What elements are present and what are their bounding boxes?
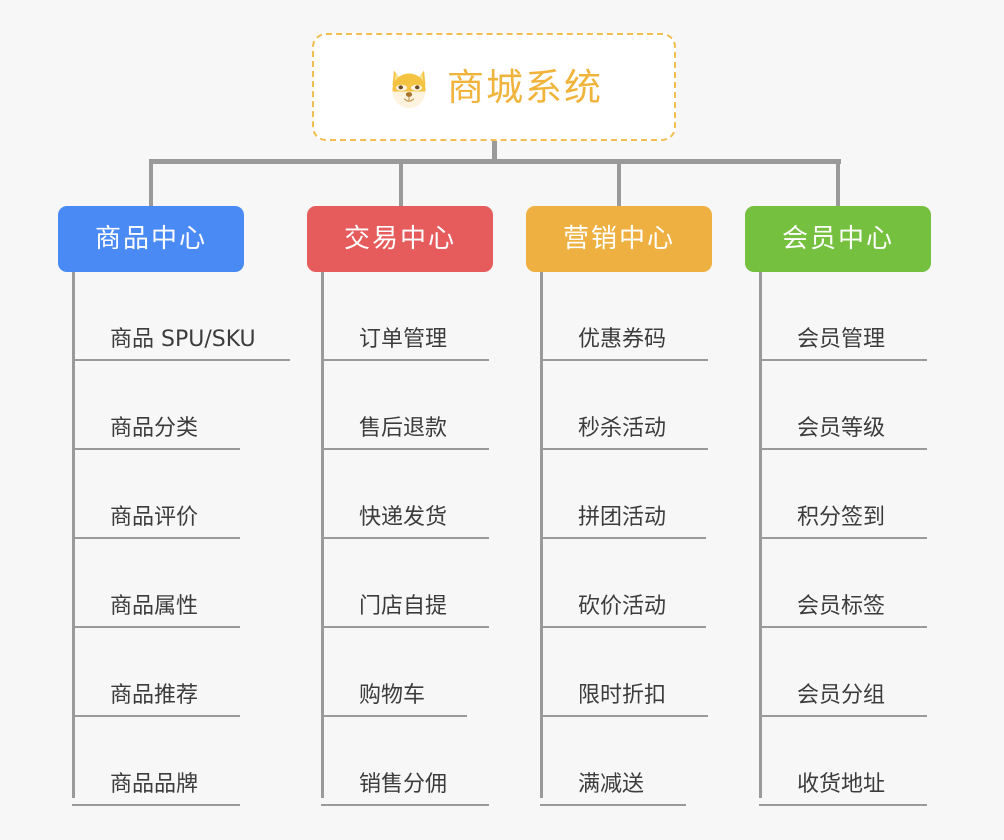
leaf-label: 砍价活动 xyxy=(578,594,667,619)
leaf-rule xyxy=(321,537,489,539)
connector-drop-2 xyxy=(399,159,403,207)
branch-trunk-1 xyxy=(72,272,75,798)
leaf-rule xyxy=(321,626,489,628)
shiba-dog-icon xyxy=(385,63,433,111)
category-label-3: 营销中心 xyxy=(562,224,675,254)
leaf-label: 门店自提 xyxy=(359,594,448,619)
leaf-rule xyxy=(759,804,927,806)
leaf-rule xyxy=(540,715,708,717)
leaf-label: 会员管理 xyxy=(797,327,886,352)
leaf-label: 商品属性 xyxy=(110,594,199,619)
leaf-rule xyxy=(72,804,240,806)
leaf-label: 商品 SPU/SKU xyxy=(110,327,256,352)
leaf-label: 收货地址 xyxy=(797,772,886,797)
branch-trunk-3 xyxy=(540,272,543,798)
branch-1: 商品 SPU/SKU 商品分类 商品评价 商品属性 商品推荐 商品品牌 xyxy=(58,272,290,806)
leaf-rule xyxy=(72,359,290,361)
leaf-label: 购物车 xyxy=(359,683,426,708)
leaf-label: 订单管理 xyxy=(359,327,448,352)
leaf-label: 商品品牌 xyxy=(110,772,199,797)
category-box-1[interactable]: 商品中心 xyxy=(58,206,244,272)
leaf-rule xyxy=(321,804,489,806)
root-node[interactable]: 商城系统 xyxy=(312,33,676,141)
leaf-rule xyxy=(759,537,927,539)
leaf-rule xyxy=(759,626,927,628)
branch-2: 订单管理 售后退款 快递发货 门店自提 购物车 销售分佣 xyxy=(307,272,537,806)
connector-drop-3 xyxy=(617,159,621,207)
leaf-label: 拼团活动 xyxy=(578,505,667,530)
leaf-rule xyxy=(72,537,240,539)
leaf-rule xyxy=(540,448,708,450)
leaf-rule xyxy=(72,715,240,717)
category-label-4: 会员中心 xyxy=(781,224,894,254)
leaf-rule xyxy=(540,804,686,806)
connector-bus xyxy=(149,159,841,164)
category-box-3[interactable]: 营销中心 xyxy=(526,206,712,272)
leaf-label: 秒杀活动 xyxy=(578,416,667,441)
branch-4: 会员管理 会员等级 积分签到 会员标签 会员分组 收货地址 xyxy=(745,272,975,806)
category-label-1: 商品中心 xyxy=(94,224,207,254)
leaf-label: 商品推荐 xyxy=(110,683,199,708)
leaf-rule xyxy=(72,448,240,450)
connector-drop-1 xyxy=(149,159,153,207)
leaf-label: 商品分类 xyxy=(110,416,199,441)
leaf-label: 满减送 xyxy=(578,772,645,797)
leaf-label: 销售分佣 xyxy=(359,772,448,797)
connector-root-stem xyxy=(492,141,497,163)
category-box-2[interactable]: 交易中心 xyxy=(307,206,493,272)
branch-trunk-4 xyxy=(759,272,762,798)
leaf-label: 优惠券码 xyxy=(578,327,667,352)
connector-drop-4 xyxy=(836,159,840,207)
leaf-label: 快递发货 xyxy=(359,505,448,530)
leaf-label: 会员分组 xyxy=(797,683,886,708)
leaf-label: 会员等级 xyxy=(797,416,886,441)
root-title: 商城系统 xyxy=(447,65,603,109)
branch-trunk-2 xyxy=(321,272,324,798)
leaf-rule xyxy=(321,448,489,450)
leaf-label: 积分签到 xyxy=(797,505,886,530)
leaf-rule xyxy=(759,715,927,717)
leaf-rule xyxy=(540,537,706,539)
category-box-4[interactable]: 会员中心 xyxy=(745,206,931,272)
leaf-rule xyxy=(540,359,708,361)
leaf-rule xyxy=(321,715,467,717)
category-label-2: 交易中心 xyxy=(343,224,456,254)
leaf-rule xyxy=(72,626,240,628)
leaf-rule xyxy=(759,359,927,361)
leaf-rule xyxy=(540,626,706,628)
leaf-rule xyxy=(321,359,489,361)
leaf-label: 限时折扣 xyxy=(578,683,667,708)
leaf-rule xyxy=(759,448,927,450)
leaf-label: 售后退款 xyxy=(359,416,448,441)
leaf-label: 会员标签 xyxy=(797,594,886,619)
leaf-label: 商品评价 xyxy=(110,505,199,530)
branch-3: 优惠券码 秒杀活动 拼团活动 砍价活动 限时折扣 满减送 xyxy=(526,272,756,806)
